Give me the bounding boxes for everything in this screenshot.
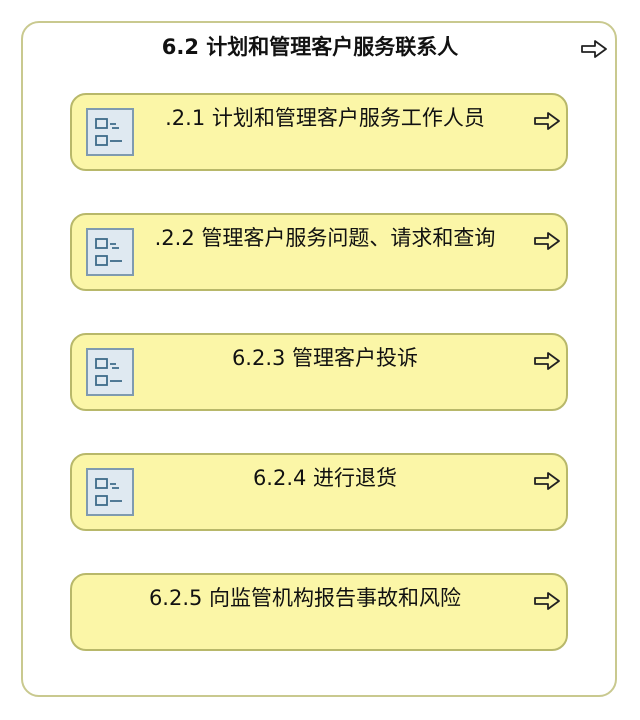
process-box-6-2-4[interactable]: 6.2.4 进行退货 (70, 453, 568, 531)
process-list-icon (86, 228, 134, 276)
process-box-6-2-2[interactable]: .2.2 管理客户服务问题、请求和查询 (70, 213, 568, 291)
process-label: .2.2 管理客户服务问题、请求和查询 (154, 226, 496, 250)
process-list-icon (86, 468, 134, 516)
process-label: 6.2.5 向监管机构报告事故和风险 (148, 586, 462, 610)
process-box-6-2-3[interactable]: 6.2.3 管理客户投诉 (70, 333, 568, 411)
process-group-container: 6.2 计划和管理客户服务联系人 .2.1 计划和管理客户服务工作人员 .2.2… (21, 21, 617, 697)
right-arrow-icon[interactable] (534, 232, 560, 250)
process-label: 6.2.4 进行退货 (252, 466, 398, 490)
process-box-6-2-1[interactable]: .2.1 计划和管理客户服务工作人员 (70, 93, 568, 171)
process-list-icon (86, 348, 134, 396)
right-arrow-icon[interactable] (534, 112, 560, 130)
process-list-icon (86, 108, 134, 156)
right-arrow-icon[interactable] (534, 592, 560, 610)
group-title: 6.2 计划和管理客户服务联系人 (161, 35, 459, 59)
process-label: .2.1 计划和管理客户服务工作人员 (165, 106, 485, 130)
right-arrow-icon[interactable] (534, 352, 560, 370)
right-arrow-icon[interactable] (581, 40, 607, 58)
right-arrow-icon[interactable] (534, 472, 560, 490)
process-box-6-2-5[interactable]: 6.2.5 向监管机构报告事故和风险 (70, 573, 568, 651)
process-label: 6.2.3 管理客户投诉 (231, 346, 419, 370)
